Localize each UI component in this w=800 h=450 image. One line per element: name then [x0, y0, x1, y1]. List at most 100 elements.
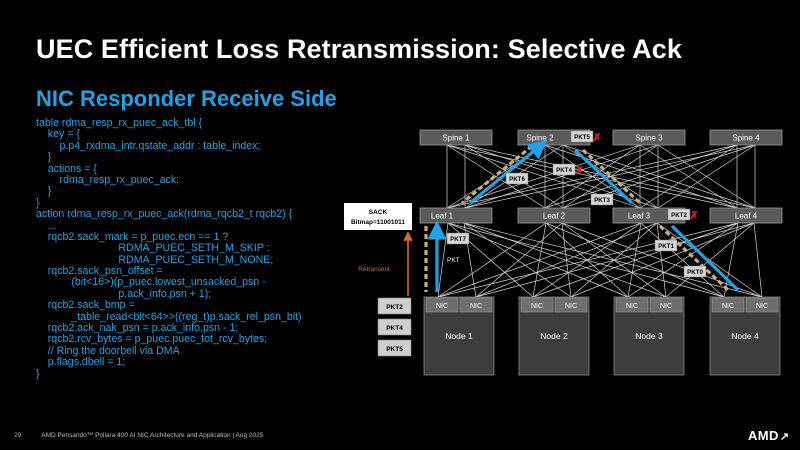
leaf-nic-link [447, 222, 629, 298]
node-label: Node 2 [540, 331, 568, 341]
code-line: p.flags.dbell = 1; [36, 356, 126, 369]
retransmit-packet-label: PKT4 [386, 325, 403, 332]
spine-leaf-link [446, 144, 738, 209]
code-line: (bit<16>)(p_puec.lowest_unsacked_psn - [36, 276, 266, 289]
spine-leaf-link [464, 144, 756, 209]
nic-label: NIC [531, 303, 543, 310]
code-line: rqcb2.rcv_bytes = p_puec.puec_tot_rcv_by… [36, 333, 268, 346]
node-label: Node 1 [445, 331, 473, 341]
spine-leaf-link [639, 144, 738, 209]
leaf-nic-link [475, 222, 658, 298]
leaf-nic-link [437, 222, 642, 298]
spine-switch [419, 129, 493, 146]
drop-x-icon: ✗ [689, 210, 698, 222]
sack-bitmap: Bitmap=11001011 [351, 219, 405, 226]
spine-switch [612, 129, 686, 146]
code-block: table rdma_resp_rx_puec_ack_tbl { key = … [36, 117, 302, 380]
packet-tag [590, 193, 614, 206]
dashed-path [460, 144, 534, 205]
spine-leaf-link [544, 144, 738, 209]
packet-tag-label: PKT3 [594, 197, 610, 204]
nic-box [649, 297, 683, 313]
spine-label: Spine 3 [635, 134, 663, 143]
packet-tag [570, 130, 594, 143]
leaf-nic-link [437, 222, 547, 298]
packet-tag [667, 208, 691, 221]
code-line: } [36, 367, 40, 380]
footer-text: AMD Pensando™ Pollara 400 AI NIC Archite… [41, 432, 264, 439]
retransmit-packet [377, 339, 412, 357]
code-line: } [36, 196, 40, 209]
slide-title: UEC Efficient Loss Retransmission: Selec… [36, 34, 683, 64]
spine-label: Spine 4 [732, 134, 760, 143]
spine-label: Spine 2 [526, 134, 554, 143]
spine-leaf-link [657, 144, 756, 209]
nic-box [554, 297, 588, 313]
fabric-links [437, 144, 763, 298]
packet-tag-label: PKT6 [509, 176, 525, 183]
footer: 29 AMD Pensando™ Pollara 400 AI NIC Archi… [14, 432, 283, 439]
leaf-nic-link [437, 222, 739, 298]
leaf-nic-link [753, 222, 763, 298]
drop-x-icon: ✗ [574, 165, 583, 177]
leaf-nic-link [463, 222, 572, 298]
code-line: rdma_resp_rx_puec_ack; [36, 173, 180, 186]
code-line: rqcb2.ack_nak_psn = p.ack_info.psn - 1; [36, 322, 239, 335]
diagram-overlay: RetransmitSACKBitmap=11001011PKT2PKT4PKT… [344, 130, 740, 357]
spine-leaf-link [464, 144, 659, 209]
code-line: _table_read<bit<64>>((reg_t)p.sack_rel_p… [36, 310, 302, 323]
code-line: rqcb2.sack_psn_offset = [36, 265, 163, 278]
leaf-label: Leaf 3 [628, 212, 651, 221]
leaf-switch [419, 207, 493, 224]
code-line: p.p4_rxdma_intr.qstate_addr : table_inde… [36, 139, 261, 152]
retransmit-packet [377, 297, 412, 315]
packet-tag-label: PKT2 [671, 212, 687, 219]
nic-box [745, 297, 779, 313]
dashed-path [581, 148, 642, 205]
leaf-nic-link [475, 222, 563, 298]
leaf-label: Leaf 4 [735, 212, 758, 221]
retransmit-packet-label: PKT2 [386, 304, 403, 311]
pkt-label: PKT [447, 257, 460, 264]
leaf-label: Leaf 2 [543, 212, 566, 221]
node-label: Node 4 [731, 331, 759, 341]
nic-box [520, 297, 554, 313]
spine-label: Spine 1 [442, 134, 470, 143]
packet-tag-label: PKT5 [574, 134, 590, 141]
code-line: rqcb2.sack_mark = p_puec.ecn == 1 ? [36, 230, 229, 243]
leaf-switch [709, 207, 783, 224]
packet-tag-label: PKT1 [658, 243, 674, 250]
packet-tag [683, 265, 707, 278]
retransmit-packet-label: PKT5 [386, 346, 403, 353]
nic-box [459, 297, 493, 313]
sack-box [344, 203, 412, 230]
spine-switch [709, 129, 783, 146]
code-line: RDMA_PUEC_SETH_M_SKIP : [36, 242, 270, 255]
nic-label: NIC [722, 303, 734, 310]
packet-path-blue [670, 224, 740, 292]
code-line: ... [36, 219, 57, 232]
leaf-nic-link [656, 222, 667, 298]
packet-tag-label: PKT7 [450, 236, 466, 243]
leaf-nic-link [627, 222, 739, 298]
packet-tag-label: PKT0 [687, 269, 703, 276]
page-number: 29 [14, 432, 22, 439]
nic-box [615, 297, 649, 313]
code-line: actions = { [36, 162, 97, 175]
code-line: key = { [36, 128, 80, 141]
sack-title: SACK [369, 209, 388, 216]
nic-box [711, 297, 745, 313]
code-line: action rdma_resp_rx_puec_ack(rdma_rqcb2_… [36, 208, 293, 221]
retransmit-label: Retransmit [358, 266, 390, 273]
nic-label: NIC [756, 303, 768, 310]
packet-tag-label: PKT4 [556, 167, 572, 174]
leaf-nic-link [570, 222, 755, 298]
code-line: RDMA_PUEC_SETH_M_NONE; [36, 253, 274, 266]
slide-subtitle: NIC Responder Receive Side [36, 86, 337, 111]
leaf-label: Leaf 1 [431, 212, 454, 221]
node-label: Node 3 [635, 331, 663, 341]
packet-path-blue [468, 139, 548, 205]
leaf-nic-link [447, 222, 725, 298]
leaf-nic-link [463, 222, 763, 298]
